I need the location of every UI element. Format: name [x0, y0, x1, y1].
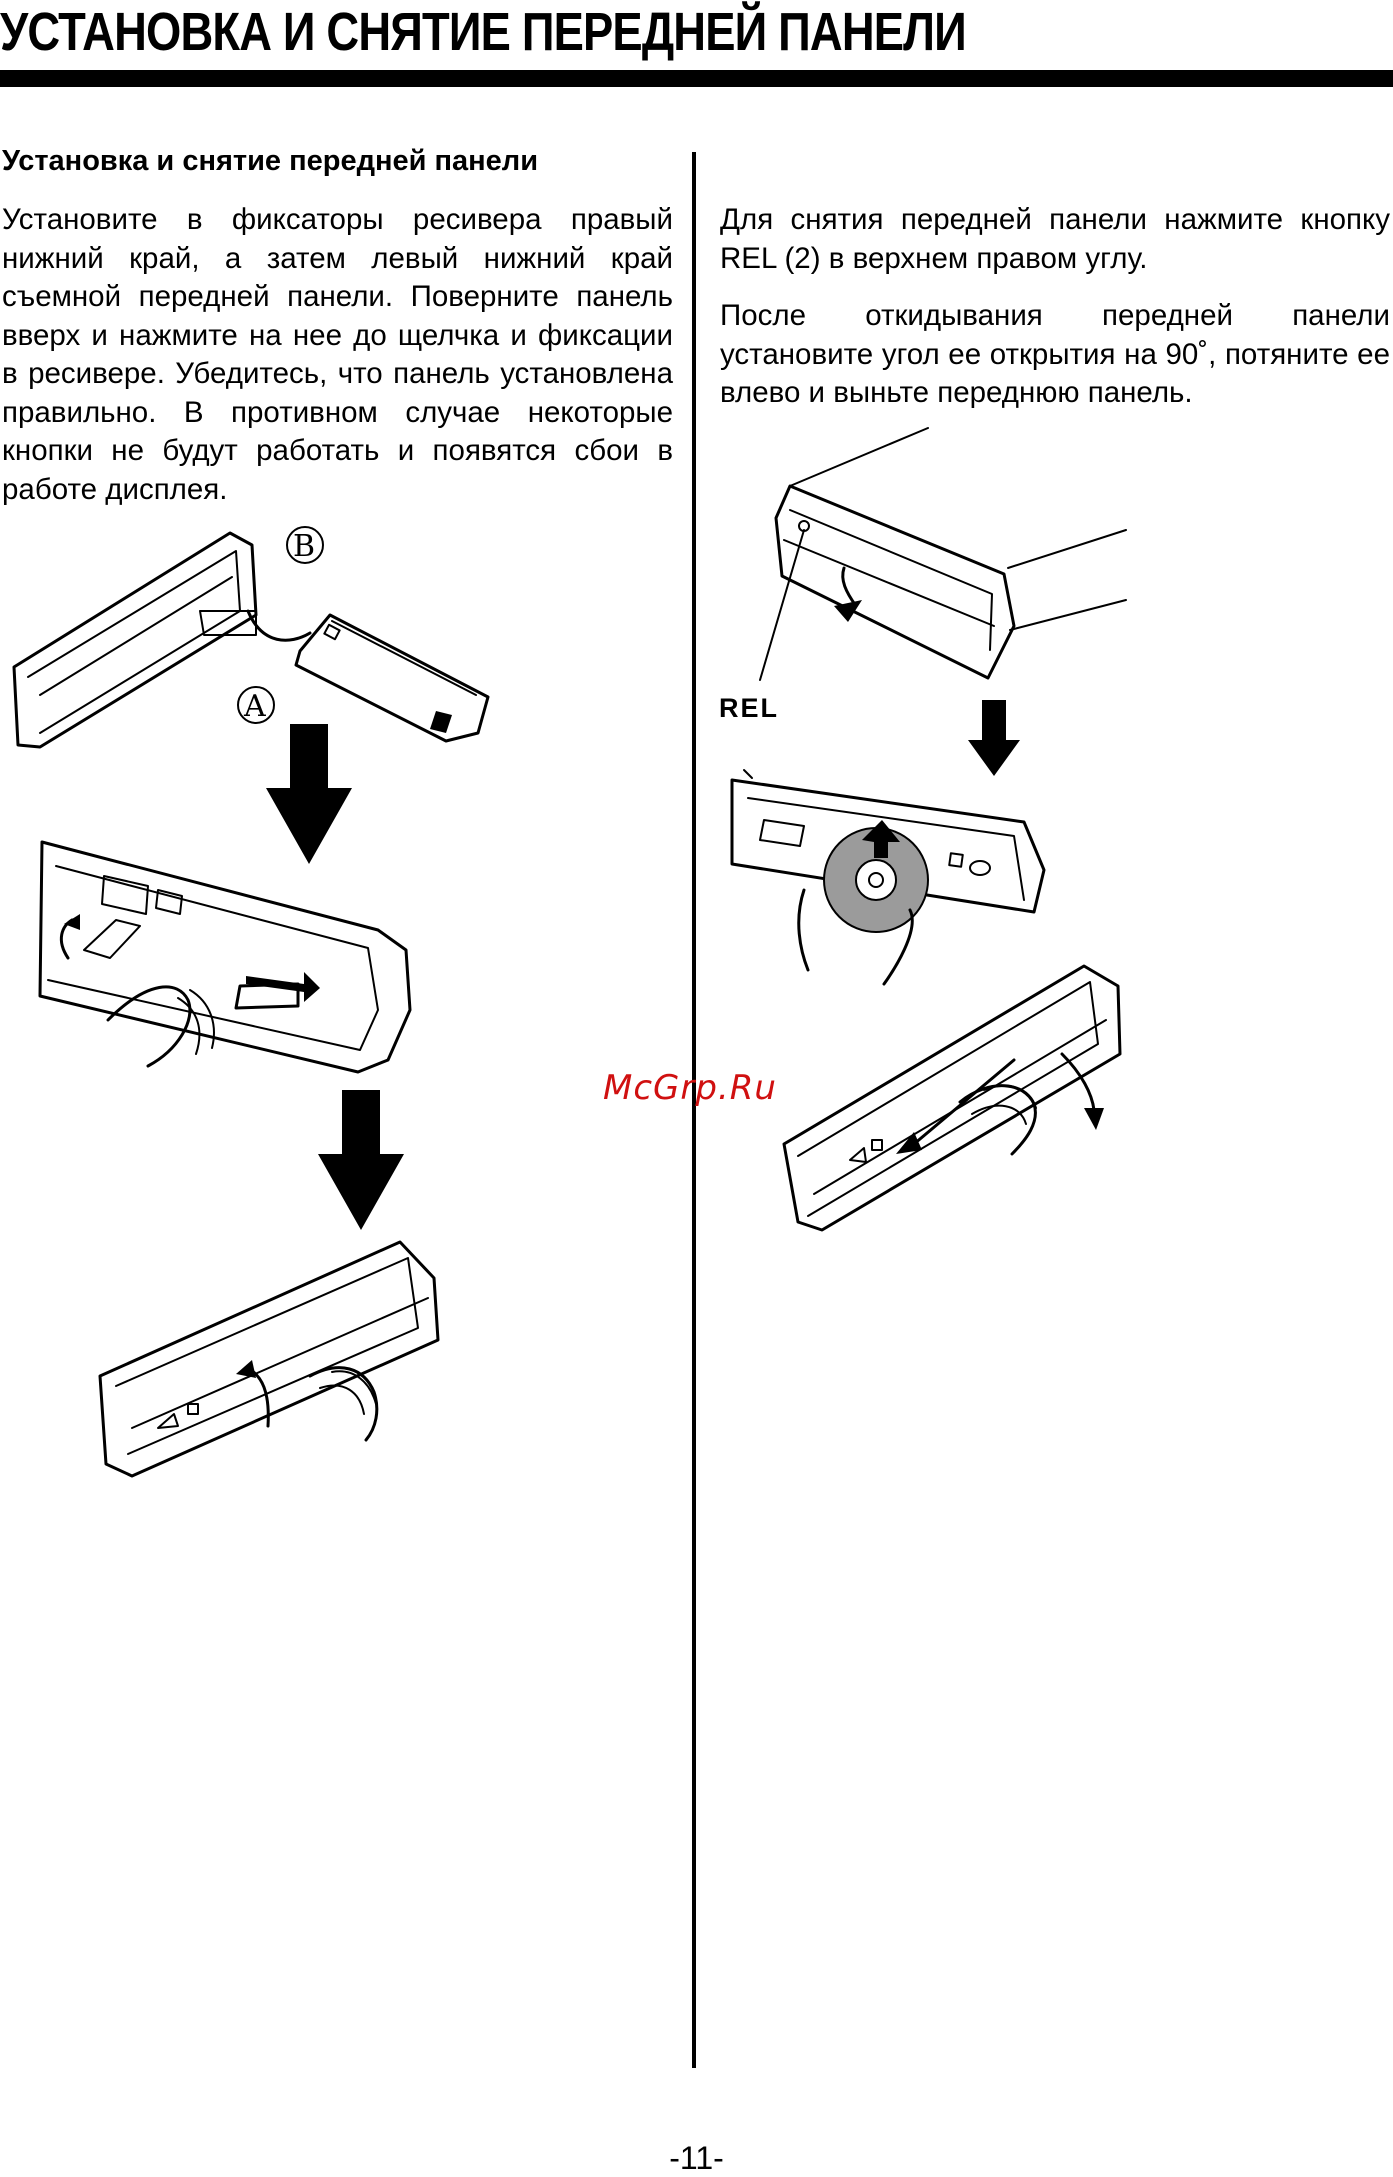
install-step-3-illustration: [98, 1240, 440, 1478]
arrow-down-icon: [968, 700, 1020, 776]
callout-b-circle: [286, 526, 324, 564]
release-button-illustration: [759, 427, 1127, 681]
removal-instructions-paragraph-2: После откидывания передней панели устано…: [720, 299, 1390, 409]
install-step-1-illustration: B A: [12, 526, 490, 749]
install-instructions-paragraph: Установите в фиксаторы ресивера правый н…: [2, 203, 673, 506]
callout-b-label: B: [293, 529, 315, 564]
remove-panel-illustration: [782, 964, 1122, 1232]
panel-back-disc-illustration: [730, 769, 1046, 986]
arrow-down-icon: [266, 724, 352, 864]
install-step-2-illustration: [38, 840, 412, 1074]
watermark: McGrp.Ru: [603, 1068, 777, 1108]
page-title: УСТАНОВКА И СНЯТИЕ ПЕРЕДНЕЙ ПАНЕЛИ: [0, 2, 967, 62]
section-heading: Установка и снятие передней панели: [2, 145, 539, 177]
column-divider: [692, 152, 696, 2068]
arrow-down-icon: [318, 1090, 404, 1230]
rel-button-label: REL: [719, 693, 779, 723]
removal-instructions-paragraph-1: Для снятия передней панели нажмите кнопк…: [720, 203, 1390, 275]
page-number: -11-: [669, 2140, 724, 2176]
callout-a-circle: [237, 686, 275, 724]
title-rule: [0, 70, 1393, 87]
callout-a-label: A: [243, 689, 266, 724]
